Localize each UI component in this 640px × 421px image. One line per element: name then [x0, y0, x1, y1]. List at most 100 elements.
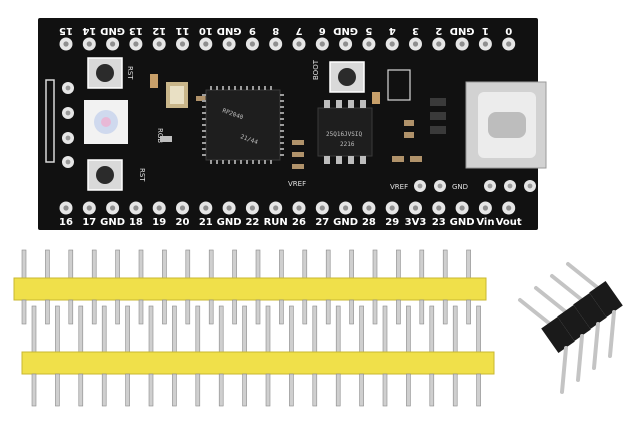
- header-pin: [195, 373, 201, 407]
- bottom-pin-label: RUN: [264, 217, 288, 228]
- mcu-chip: RP2040 21/44: [202, 86, 284, 164]
- header-pin: [466, 299, 481, 353]
- header-pin: [162, 299, 177, 353]
- top-pin-label: 11: [176, 25, 190, 36]
- angled-header-pin: [550, 274, 607, 370]
- header-pin: [429, 373, 435, 407]
- header-pin: [452, 373, 458, 407]
- bottom-pin-pad: [176, 201, 189, 215]
- bottom-pin-pad: [385, 201, 399, 215]
- header-pin: [289, 373, 294, 407]
- header-pin: [185, 299, 201, 353]
- header-pin: [265, 373, 271, 407]
- header-pin: [325, 249, 331, 279]
- top-pin-label: 0: [505, 25, 512, 36]
- header-pin: [255, 299, 271, 353]
- rst-bottom-label: RST: [138, 168, 146, 182]
- bottom-pin-label: 21: [199, 217, 213, 228]
- bottom-pin-label: GND: [100, 217, 125, 228]
- header-pin: [442, 299, 458, 353]
- header-pin: [476, 373, 481, 407]
- top-pin-pad: [455, 37, 469, 51]
- bottom-pin-label: 3V3: [405, 217, 427, 228]
- header-pin: [31, 373, 37, 407]
- top-pin-pad: [502, 37, 516, 51]
- header-pin: [45, 299, 60, 353]
- top-pin-pad: [339, 37, 353, 51]
- header-pin: [218, 373, 224, 407]
- header-pin: [312, 373, 318, 407]
- bottom-pin-pad: [409, 201, 422, 215]
- header-pin: [148, 373, 154, 407]
- header-pin: [91, 249, 97, 279]
- header-pin: [162, 249, 167, 279]
- top-pin-pad: [59, 37, 73, 51]
- top-pin-label: 4: [389, 25, 396, 36]
- header-pin: [279, 299, 294, 353]
- top-pin-pad: [432, 37, 446, 51]
- top-pin-pad: [152, 37, 166, 51]
- bottom-pin-label: Vout: [496, 217, 522, 228]
- top-pin-pad: [222, 37, 236, 51]
- top-pin-label: 2: [435, 25, 442, 36]
- bottom-pin-label: 19: [152, 217, 166, 228]
- top-pin-label: GND: [333, 25, 358, 36]
- long-pin-header: [13, 249, 495, 407]
- bottom-pin-pad: [222, 201, 236, 215]
- header-pin: [91, 299, 107, 353]
- top-pin-label: 12: [152, 25, 166, 36]
- bottom-pin-pad: [455, 201, 469, 215]
- header-pin: [349, 249, 354, 279]
- top-pin-label: 14: [82, 25, 96, 36]
- bottom-pin-pad: [106, 201, 120, 215]
- header-pin: [325, 299, 341, 353]
- top-pin-pad: [409, 37, 422, 51]
- smd-components: [150, 74, 446, 169]
- vref-mid-label: VREF: [390, 183, 408, 191]
- top-pin-label: 5: [365, 25, 372, 36]
- header-pin: [419, 299, 435, 353]
- header-pin: [406, 373, 411, 407]
- header-pin: [372, 299, 388, 353]
- header-pin: [396, 299, 411, 353]
- small-angled-header: [518, 262, 623, 394]
- boot-button: [329, 61, 365, 93]
- bottom-pin-pad: [292, 201, 306, 215]
- bottom-pin-pad: [339, 201, 353, 215]
- angled-header-pin: [566, 262, 623, 358]
- bottom-pin-label: 27: [315, 217, 329, 228]
- header-pin: [125, 373, 130, 407]
- gnd-mid-label: GND: [452, 183, 468, 191]
- top-pin-label: 1: [482, 25, 489, 36]
- header-pin: [335, 373, 341, 407]
- header-pin: [45, 249, 50, 279]
- header-pin: [208, 299, 224, 353]
- header-pin: [359, 373, 364, 407]
- header-pin: [115, 249, 120, 279]
- bottom-pin-label: 28: [362, 217, 376, 228]
- top-pin-label: 9: [249, 25, 256, 36]
- bottom-pin-label: 20: [176, 217, 190, 228]
- bottom-pin-label: 18: [129, 217, 143, 228]
- top-pin-pad: [199, 37, 213, 51]
- top-pin-pad: [269, 37, 283, 51]
- bottom-pin-pad: [82, 201, 96, 215]
- header-pin: [349, 299, 364, 353]
- header-pin: [382, 373, 388, 407]
- top-pin-pad: [82, 37, 96, 51]
- bottom-pin-pad: [502, 201, 516, 215]
- bottom-pin-pad: [59, 201, 73, 215]
- bottom-pin-label: 22: [245, 217, 259, 228]
- boot-label: BOOT: [312, 59, 320, 80]
- rst-top-label: RST: [126, 66, 134, 80]
- bottom-pin-label: 26: [292, 217, 306, 228]
- top-pin-label: GND: [450, 25, 475, 36]
- top-pin-pad: [106, 37, 120, 51]
- bottom-pin-label: GND: [333, 217, 358, 228]
- header-pin: [396, 249, 401, 279]
- top-pin-label: 8: [272, 25, 279, 36]
- top-pin-pad: [129, 37, 143, 51]
